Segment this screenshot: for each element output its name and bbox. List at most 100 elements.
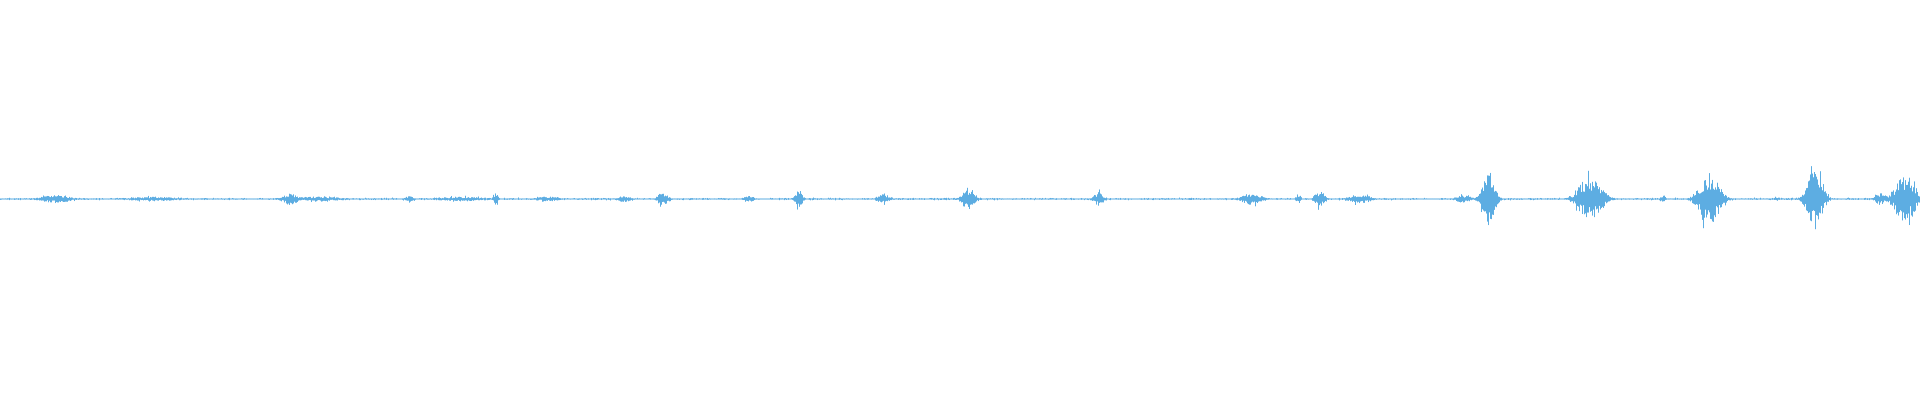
waveform-sample [1494, 191, 1495, 210]
waveform-sample [1322, 193, 1323, 202]
waveform-sample [396, 198, 397, 200]
waveform-sample [1209, 198, 1210, 200]
waveform-sample [1640, 198, 1641, 200]
waveform-sample [556, 197, 557, 201]
waveform-sample [387, 198, 388, 200]
waveform-sample [1385, 198, 1386, 200]
waveform-sample [563, 198, 564, 200]
waveform-sample [529, 198, 530, 200]
waveform-sample [817, 198, 818, 201]
waveform-sample [722, 198, 723, 200]
waveform-sample [1577, 190, 1578, 206]
waveform-sample [1264, 197, 1265, 201]
waveform-sample [1836, 198, 1837, 200]
waveform-sample [1829, 197, 1830, 201]
waveform-sample [1151, 198, 1152, 200]
waveform-sample [211, 198, 212, 200]
waveform-sample [1167, 198, 1168, 200]
waveform-sample [163, 198, 164, 202]
waveform-sample [531, 198, 532, 200]
waveform-sample [1794, 198, 1795, 200]
waveform-sample [976, 195, 977, 202]
waveform-sample [1782, 198, 1783, 200]
waveform-sample [1258, 196, 1259, 202]
waveform-sample [594, 198, 595, 200]
waveform-sample [1888, 197, 1889, 203]
waveform-sample [1366, 196, 1367, 201]
waveform-sample [1831, 198, 1832, 200]
waveform-sample [1728, 197, 1729, 201]
waveform-sample [389, 198, 390, 200]
waveform-sample [1617, 198, 1618, 200]
waveform-sample [427, 198, 428, 200]
waveform-sample [489, 197, 490, 200]
waveform-sample [1202, 198, 1203, 200]
waveform-sample [1563, 198, 1564, 200]
waveform-sample [670, 197, 671, 202]
waveform-sample [209, 198, 210, 200]
waveform-sample [1047, 198, 1048, 200]
waveform-sample [1159, 198, 1160, 200]
waveform-sample [719, 198, 720, 200]
waveform-sample [622, 197, 623, 202]
waveform-sample [900, 198, 901, 200]
waveform-sample [1748, 198, 1749, 200]
waveform-sample [1554, 197, 1555, 200]
waveform-sample [271, 198, 272, 200]
waveform-sample [420, 198, 421, 200]
waveform-sample [992, 197, 993, 200]
waveform-sample [346, 198, 347, 200]
waveform-sample [356, 198, 357, 200]
waveform-sample [1509, 198, 1510, 200]
waveform-sample [352, 198, 353, 200]
waveform-sample [709, 198, 710, 200]
waveform-sample [1765, 198, 1766, 200]
waveform-sample [776, 198, 777, 200]
waveform-sample [321, 197, 322, 202]
waveform-sample [775, 198, 776, 200]
waveform-sample [1529, 198, 1530, 200]
waveform-sample [1002, 198, 1003, 200]
waveform-sample [131, 197, 132, 201]
waveform-sample [1546, 198, 1547, 200]
waveform-sample [552, 196, 553, 202]
waveform-sample [89, 198, 90, 200]
waveform-sample [1568, 197, 1569, 200]
waveform-sample [1083, 198, 1084, 200]
waveform-sample [308, 197, 309, 201]
waveform-sample [1727, 197, 1728, 201]
waveform-sample [993, 198, 994, 200]
waveform-sample [623, 196, 624, 202]
waveform-sample [379, 198, 380, 200]
waveform-sample [1178, 198, 1179, 200]
waveform-sample [520, 198, 521, 200]
waveform-sample [548, 197, 549, 201]
waveform-sample [1323, 193, 1324, 204]
waveform-sample [587, 198, 588, 200]
waveform-sample [1539, 198, 1540, 200]
waveform-sample [464, 198, 465, 201]
waveform-sample [815, 198, 816, 200]
waveform-sample [1800, 196, 1801, 202]
waveform-sample [1379, 198, 1380, 200]
waveform-sample [1079, 198, 1080, 200]
waveform-sample [602, 198, 603, 200]
waveform-sample [632, 198, 633, 201]
waveform-sample [6, 198, 7, 200]
waveform-sample [1542, 198, 1543, 200]
waveform-sample [1815, 174, 1816, 230]
waveform-sample [344, 198, 345, 200]
waveform-sample [10, 198, 11, 200]
waveform-sample [1175, 198, 1176, 200]
waveform-sample [196, 198, 197, 200]
waveform-sample [368, 198, 369, 200]
waveform-sample [105, 198, 106, 200]
waveform-sample [414, 198, 415, 201]
waveform-sample [1416, 198, 1417, 200]
waveform-sample [1396, 198, 1397, 200]
waveform-sample [819, 198, 820, 200]
waveform-sample [1123, 198, 1124, 200]
waveform-sample [1068, 198, 1069, 200]
waveform-sample [1050, 197, 1051, 200]
waveform-sample [1360, 196, 1361, 202]
